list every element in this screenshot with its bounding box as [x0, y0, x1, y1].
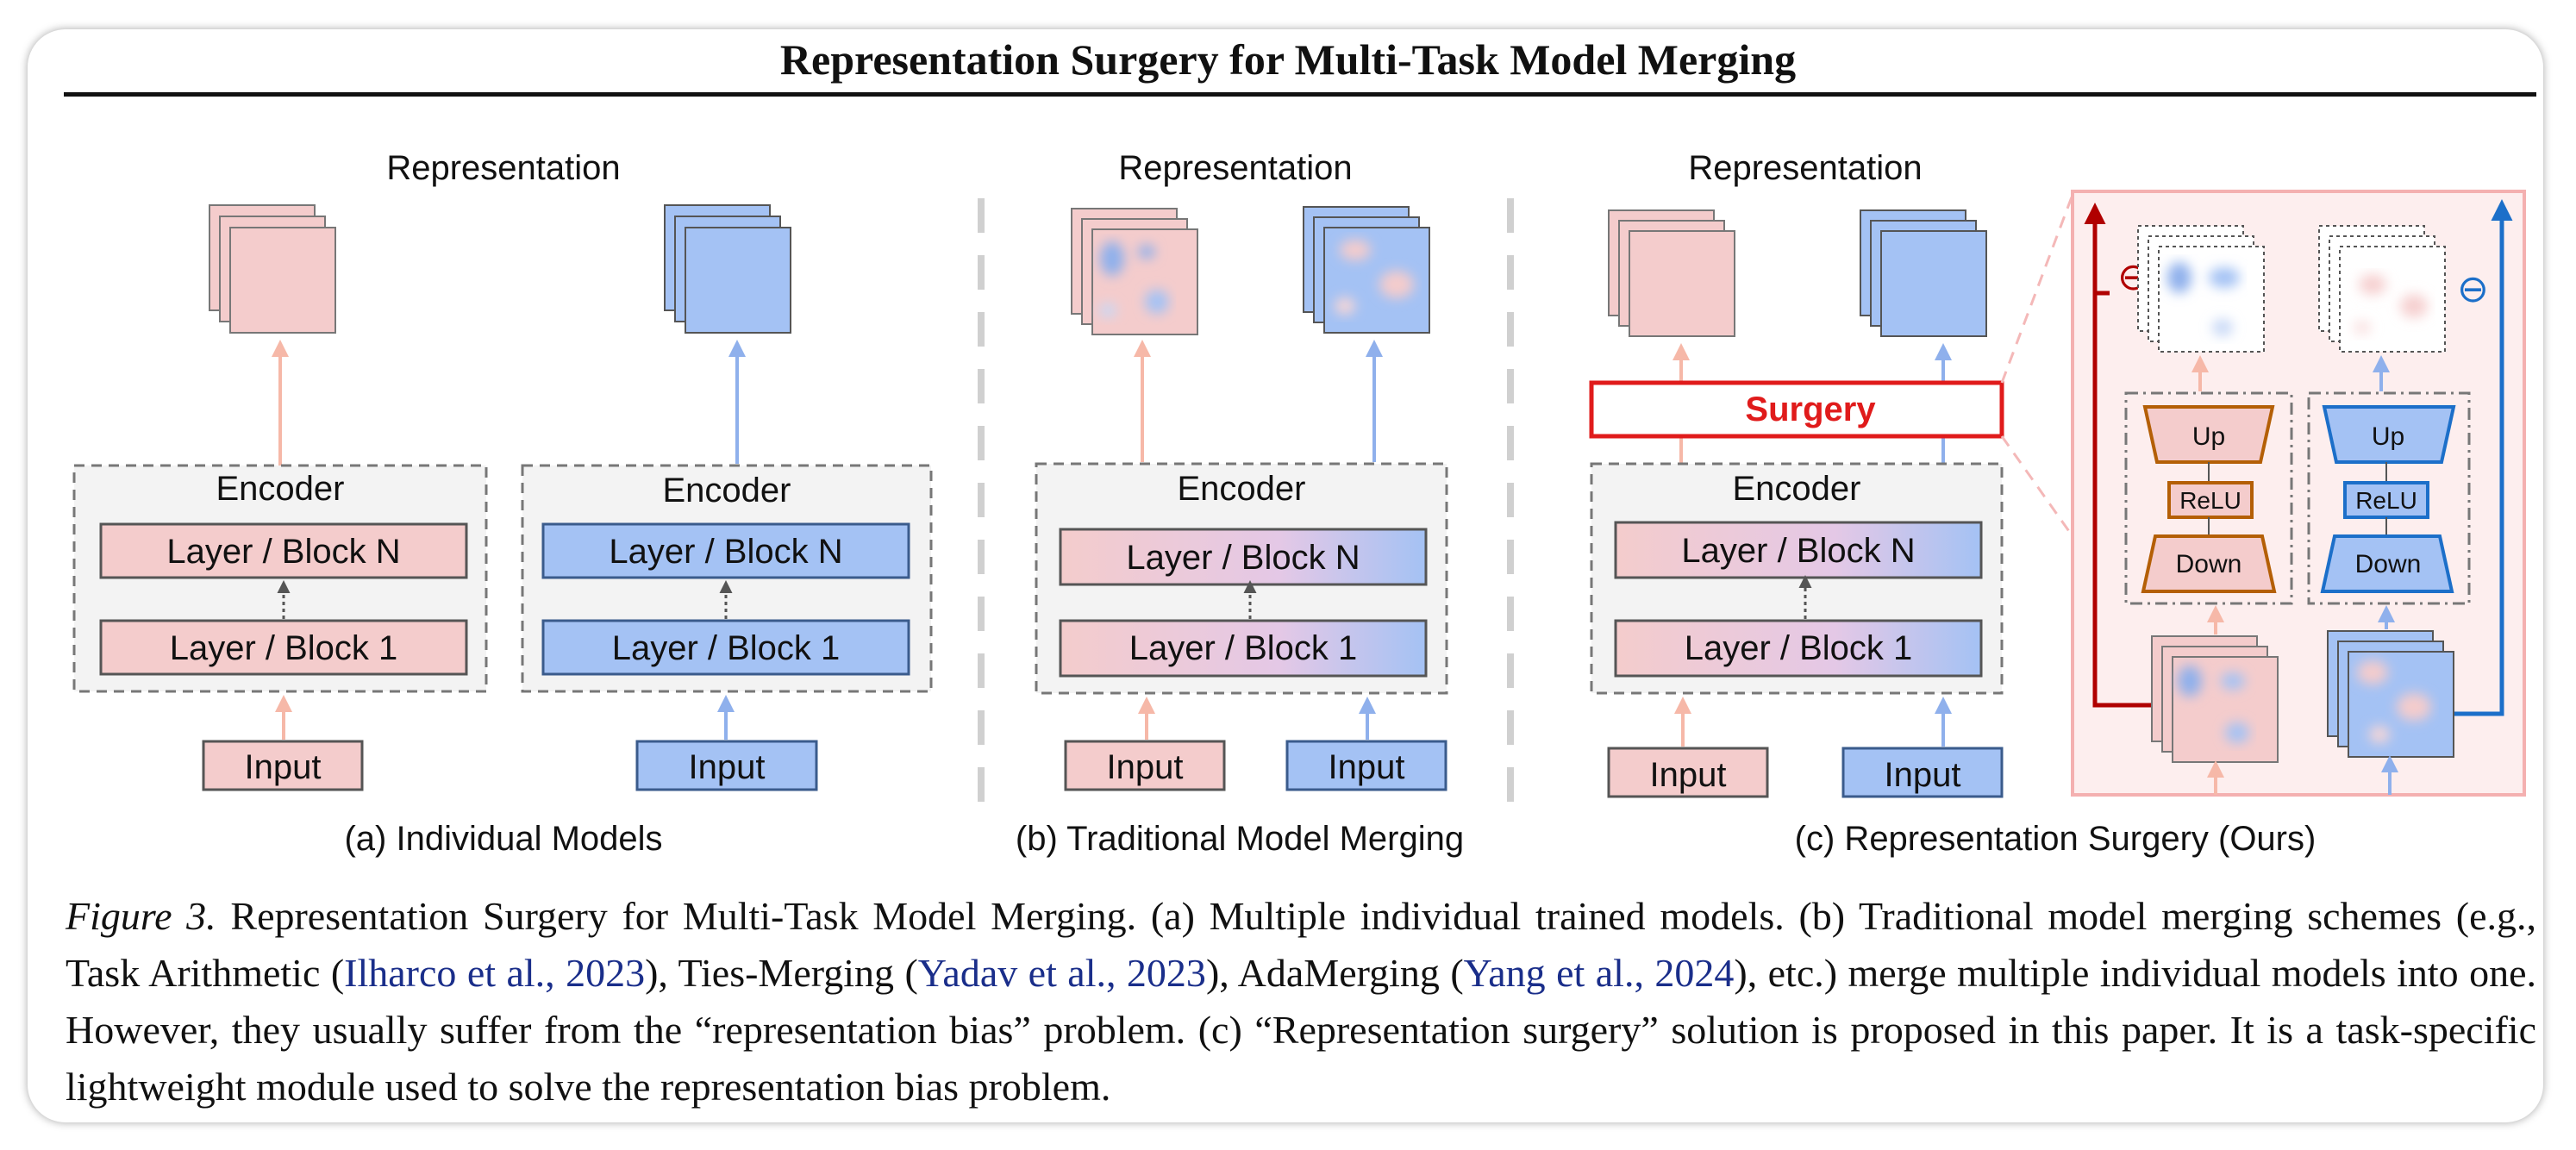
input-box [202, 740, 364, 791]
encoder-label: Encoder [663, 472, 791, 509]
surgery-box [1589, 380, 2004, 439]
caption-text: ), Ties-Merging ( [645, 951, 918, 995]
up-projection [2322, 405, 2456, 464]
figure-title: Representation Surgery for Multi-Task Mo… [779, 35, 1797, 84]
adapter-box [2307, 391, 2471, 605]
input-label: Input [1885, 756, 1961, 794]
representation-label: Representation [386, 149, 620, 187]
representation-label: Representation [1118, 149, 1352, 187]
adapter-box [2124, 391, 2293, 605]
residual-output-blue [2318, 225, 2446, 353]
layer-n-label: Layer / Block N [1681, 532, 1915, 570]
merged-layer-block-n [1059, 528, 1428, 586]
input-box [1841, 747, 2004, 798]
layer-n-label: Layer / Block N [1126, 539, 1360, 577]
citation-link[interactable]: Yadav et al., 2023 [917, 951, 1206, 995]
title-rule [64, 92, 2536, 97]
layer-1-label: Layer / Block 1 [1129, 629, 1358, 667]
up-projection [2142, 405, 2275, 464]
panel-b-caption: (b) Traditional Model Merging [1016, 820, 1464, 858]
merged-representation-blue [1303, 206, 1430, 334]
down-projection [2141, 534, 2277, 593]
representation-stack-blue [1860, 209, 1987, 337]
merged-representation-pink [1071, 208, 1198, 335]
panel-c: Representation Surgery Encoder Layer / B… [1589, 149, 2526, 858]
input-label: Input [1107, 748, 1184, 786]
merged-representation-pink [2151, 635, 2279, 763]
relu-box [2167, 481, 2254, 519]
layer-block-n [99, 522, 468, 579]
caption-text: ), AdaMerging ( [1205, 951, 1464, 995]
citation-link[interactable]: Ilharco et al., 2023 [344, 951, 646, 995]
panel-c-caption: (c) Representation Surgery (Ours) [1795, 820, 2317, 858]
up-label: Up [2372, 422, 2404, 451]
residual-output-pink [2137, 225, 2265, 353]
caption-lead: Figure 3. [66, 894, 216, 938]
representation-label: Representation [1688, 149, 1922, 187]
figure-caption: Figure 3. Representation Surgery for Mul… [66, 888, 2536, 1116]
representation-stack-pink [1608, 209, 1735, 337]
input-label: Input [245, 748, 322, 786]
input-label: Input [1650, 756, 1727, 794]
merged-layer-block-n [1614, 521, 1983, 579]
citation-link[interactable]: Yang et al., 2024 [1463, 951, 1735, 995]
layer-block-1 [541, 619, 910, 676]
layer-n-label: Layer / Block N [609, 533, 842, 571]
layer-1-label: Layer / Block 1 [170, 629, 398, 667]
panel-a-caption: (a) Individual Models [344, 820, 662, 858]
input-box [635, 740, 818, 791]
input-box [1064, 740, 1226, 791]
zoom-connector [2000, 194, 2074, 384]
representation-stack-blue [664, 204, 791, 334]
relu-label: ReLU [2355, 487, 2417, 514]
down-projection [2320, 534, 2454, 593]
encoder-label: Encoder [216, 470, 345, 508]
encoder-label: Encoder [1178, 470, 1306, 508]
input-label: Input [1329, 748, 1405, 786]
layer-n-label: Layer / Block N [166, 533, 400, 571]
merged-layer-block-1 [1059, 619, 1428, 678]
surgery-label: Surgery [1745, 391, 1876, 428]
merged-representation-blue [2327, 630, 2454, 758]
representation-stack-pink [209, 204, 336, 334]
panel-b: Representation Encoder [1016, 149, 1464, 858]
layer-1-label: Layer / Block 1 [612, 629, 841, 667]
zoom-connector [2000, 435, 2074, 537]
minus-icon: ⊖ [2457, 268, 2489, 310]
layer-block-1 [99, 619, 468, 676]
relu-label: ReLU [2179, 487, 2241, 514]
down-label: Down [2355, 550, 2422, 578]
residual-line-blue [2454, 199, 2513, 716]
caption-text: ), etc.) merge multiple individual model… [66, 951, 2537, 1109]
layer-1-label: Layer / Block 1 [1685, 629, 1913, 667]
down-label: Down [2176, 550, 2242, 578]
up-label: Up [2192, 422, 2225, 451]
relu-box [2343, 481, 2429, 519]
merged-layer-block-1 [1614, 619, 1983, 678]
input-box [1285, 740, 1447, 791]
panel-a: Representation Encoder Layer / Block N L… [72, 149, 933, 858]
input-box [1607, 747, 1769, 798]
encoder-label: Encoder [1733, 470, 1861, 508]
input-label: Input [689, 748, 766, 786]
caption-text: Representation Surgery for Multi-Task Mo… [66, 894, 2536, 995]
layer-block-n [541, 522, 910, 579]
